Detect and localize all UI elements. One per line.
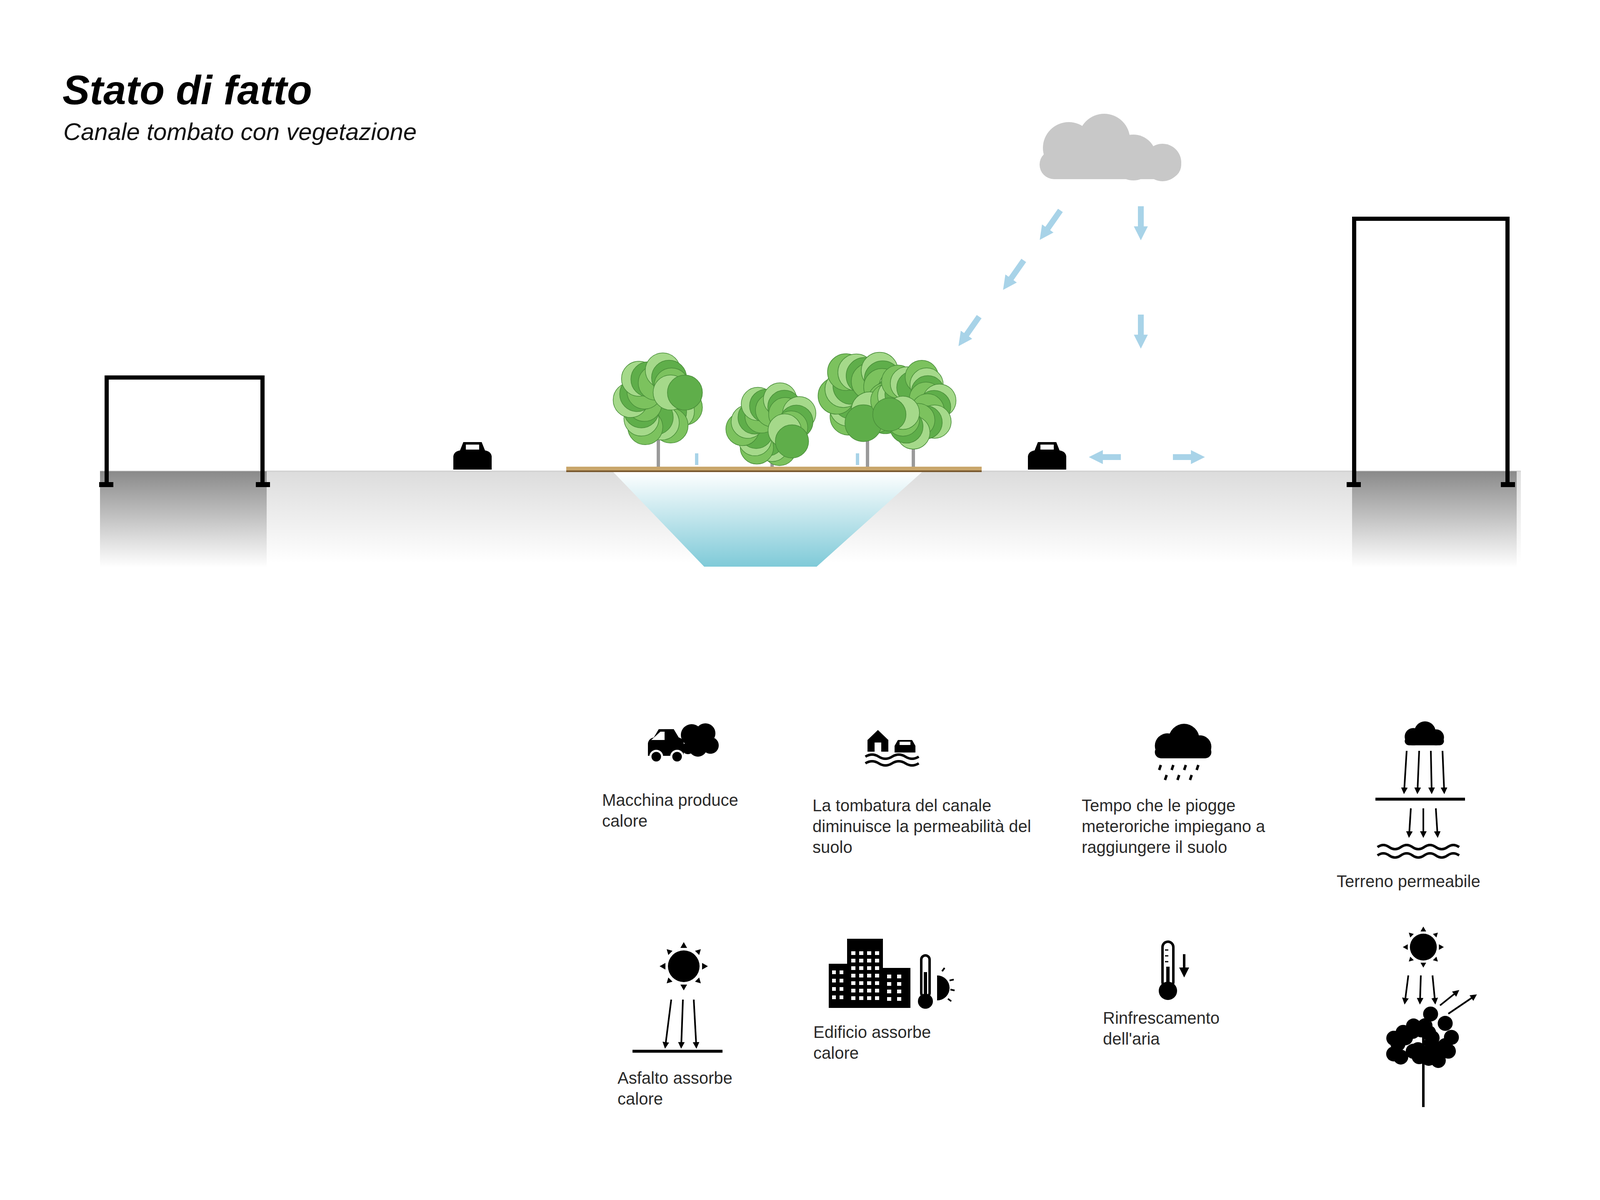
legend-label: Rinfrescamento dell'aria <box>1102 1007 1253 1050</box>
legend-label: La tombatura del canale diminuisce la pe… <box>812 795 1046 858</box>
legend-label: Tempo che le piogge meteroriche impiegan… <box>1081 795 1307 858</box>
legend-label: Edificio assorbe calore <box>813 1021 955 1064</box>
subtitle: Canale tombato con vegetazione <box>63 117 417 146</box>
legend-label: Terreno permeabile <box>1336 870 1512 892</box>
title: Stato di fatto <box>62 66 313 114</box>
legend-label: Asfalto assorbe calore <box>617 1067 760 1110</box>
legend-label: Macchina produce calore <box>602 789 769 832</box>
